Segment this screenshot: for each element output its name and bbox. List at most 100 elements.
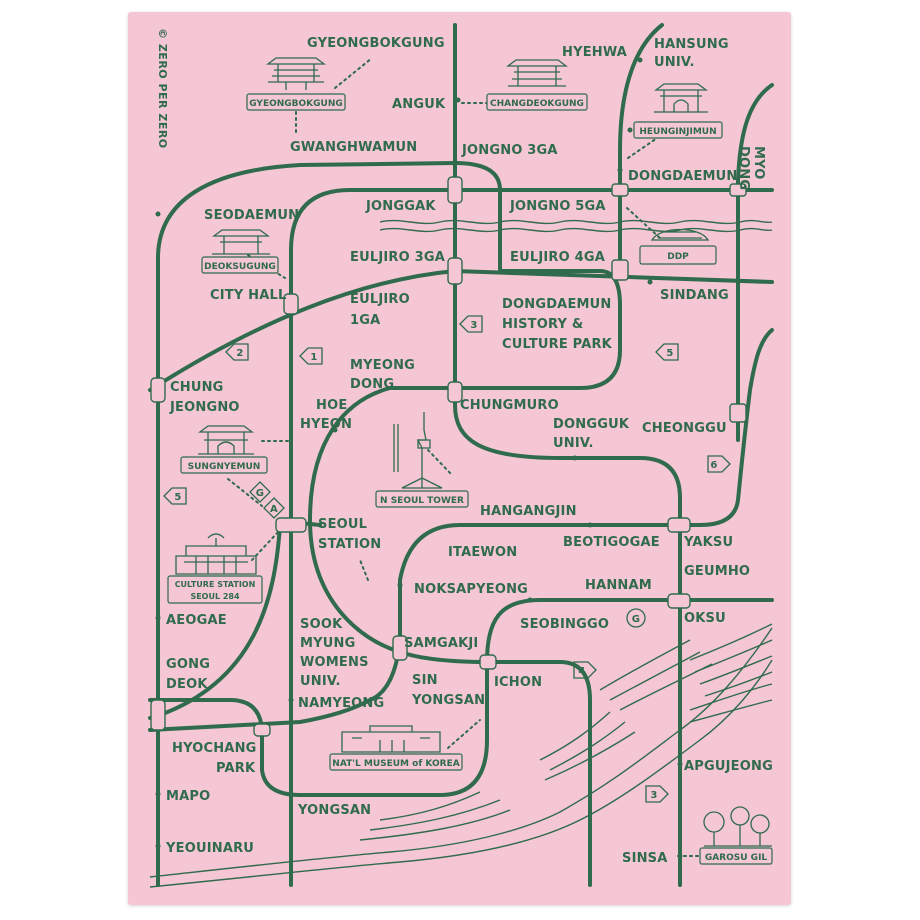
station-hoehyeon-1: HOE <box>316 398 347 413</box>
line-marker-4: 4 <box>573 661 597 679</box>
station-hyehwa: HYEHWA <box>562 45 627 60</box>
svg-text:1: 1 <box>310 352 317 363</box>
line-marker-2: 2 <box>225 343 249 361</box>
station-yaksu: YAKSU <box>683 535 733 550</box>
n-seoul-tower-icon <box>393 412 443 489</box>
landmark-sungnyemun: SUNGNYEMUN <box>188 462 261 472</box>
station-gwanghwamun: GWANGHWAMUN <box>290 140 417 155</box>
svg-text:G: G <box>632 614 640 625</box>
svg-text:3: 3 <box>650 790 657 801</box>
culture-station-building-icon <box>175 533 257 575</box>
line-marker-5: 5 <box>655 343 679 361</box>
station-chungjeongno-1: CHUNG <box>170 380 224 395</box>
deoksugung-palace-icon <box>212 229 270 255</box>
station-apgujeong: APGUJEONG <box>684 759 773 774</box>
station-hannam: HANNAM <box>585 578 652 593</box>
station-ddp-history-3: CULTURE PARK <box>502 337 613 352</box>
station-geumho: GEUMHO <box>684 564 750 579</box>
station-markers <box>150 57 747 859</box>
line-marker-1: 1 <box>299 347 323 365</box>
gyeongbokgung-palace-icon <box>266 57 326 90</box>
station-noksapyeong: NOKSAPYEONG <box>414 582 528 597</box>
heunginjimun-gate-icon <box>654 83 708 113</box>
line-3 <box>453 23 682 887</box>
line-5 <box>156 161 502 887</box>
line-gyeongui <box>148 523 282 720</box>
station-chungjeongno-2: JEONGNO <box>169 400 240 415</box>
landmark-labels: GYEONGBOKGUNG CHANGDEOKGUNG HEUNGINJIMUN… <box>167 93 773 865</box>
station-samgakji: SAMGAKJI <box>404 636 478 651</box>
station-euljiro-1ga-1: EULJIRO <box>350 292 410 307</box>
landmark-culture-station-line1: CULTURE STATION <box>175 580 256 589</box>
landmark-national-museum: NAT'L MUSEUM of KOREA <box>332 759 459 769</box>
landmark-ddp: DDP <box>667 252 689 262</box>
svg-text:5: 5 <box>666 348 673 359</box>
station-jonggak: JONGGAK <box>365 199 436 214</box>
station-ichon: ICHON <box>494 675 542 690</box>
landmark-garosu-gil: GAROSU GIL <box>705 853 768 863</box>
station-chungmuro: CHUNGMURO <box>460 398 559 413</box>
station-hyochang-1: HYOCHANG <box>172 741 257 756</box>
line-1 <box>289 188 774 887</box>
station-euljiro-4ga: EULJIRO 4GA <box>510 250 605 265</box>
svg-text:G: G <box>256 488 264 499</box>
svg-text:A: A <box>270 504 278 515</box>
landmark-changdeokgung: CHANGDEOKGUNG <box>490 99 584 109</box>
station-aeogae: AEOGAE <box>166 613 227 628</box>
station-city-hall: CITY HALL <box>210 288 287 303</box>
station-anguk: ANGUK <box>392 97 446 112</box>
station-itaewon: ITAEWON <box>448 545 517 560</box>
station-sinyongsan-1: SIN <box>412 673 438 688</box>
station-ddp-history-1: DONGDAEMUN <box>502 297 612 312</box>
station-sinyongsan-2: YONGSAN <box>411 693 485 708</box>
landmark-deoksugung: DEOKSUGUNG <box>204 262 276 272</box>
svg-text:4: 4 <box>578 666 585 677</box>
station-myeongdong-2: DONG <box>350 377 394 392</box>
station-seoul-station-1: SEOUL <box>318 517 367 532</box>
station-hansung-2: UNIV. <box>654 55 695 70</box>
station-mapo: MAPO <box>166 789 210 804</box>
station-beotigogae: BEOTIGOGAE <box>563 535 660 550</box>
svg-text:2: 2 <box>236 348 243 359</box>
station-gyeongbokgung: GYEONGBOKGUNG <box>307 36 445 51</box>
copyright-text: © ZERO PER ZERO <box>156 28 169 149</box>
station-gongdeok-2: DEOK <box>166 677 208 692</box>
station-cheonggu: CHEONGGU <box>642 421 727 436</box>
ddp-building-icon <box>650 228 710 241</box>
station-hyochang-2: PARK <box>216 761 256 776</box>
sungnyemun-gate-icon <box>198 425 254 455</box>
station-jongno-5ga: JONGNO 5GA <box>509 199 606 214</box>
landmark-icons <box>175 57 772 847</box>
station-dongmyo-1: DONG <box>736 146 751 190</box>
line-number-markers: 1 2 3 5 6 5 4 3 G G A <box>163 315 731 803</box>
station-yeouinaru: YEOUINARU <box>165 841 254 856</box>
landmark-n-seoul-tower: N SEOUL TOWER <box>380 496 464 506</box>
landmark-gyeongbokgung: GYEONGBOKGUNG <box>249 99 343 109</box>
station-ddp-history-2: HISTORY & <box>502 317 583 332</box>
station-hoehyeon-2: HYEON <box>300 417 352 432</box>
station-sookmyung-4: UNIV. <box>300 674 341 689</box>
station-dongguk-1: DONGGUK <box>553 417 630 432</box>
station-euljiro-1ga-2: 1GA <box>350 313 380 328</box>
svg-text:5: 5 <box>174 492 181 503</box>
line-4-north <box>618 23 664 273</box>
station-hansung-1: HANSUNG <box>654 37 729 52</box>
line-marker-3: 3 <box>459 315 483 333</box>
national-museum-building-icon <box>341 725 441 753</box>
line-6 <box>148 328 774 732</box>
station-sookmyung-3: WOMENS <box>300 655 369 670</box>
changdeokgung-palace-icon <box>506 59 568 87</box>
station-euljiro-3ga: EULJIRO 3GA <box>350 250 445 265</box>
line-marker-3b: 3 <box>645 785 669 803</box>
han-river <box>149 219 773 888</box>
station-dongguk-2: UNIV. <box>553 436 594 451</box>
station-myeongdong-1: MYEONG <box>350 358 415 373</box>
station-jongno-3ga: JONGNO 3GA <box>461 143 558 158</box>
station-namyeong: NAMYEONG <box>298 696 384 711</box>
station-seoul-station-2: STATION <box>318 537 381 552</box>
station-dongmyo-2: MYO <box>751 146 766 180</box>
line-1-south <box>148 660 489 797</box>
line-marker-6: 6 <box>707 455 731 473</box>
line-2 <box>148 269 774 392</box>
